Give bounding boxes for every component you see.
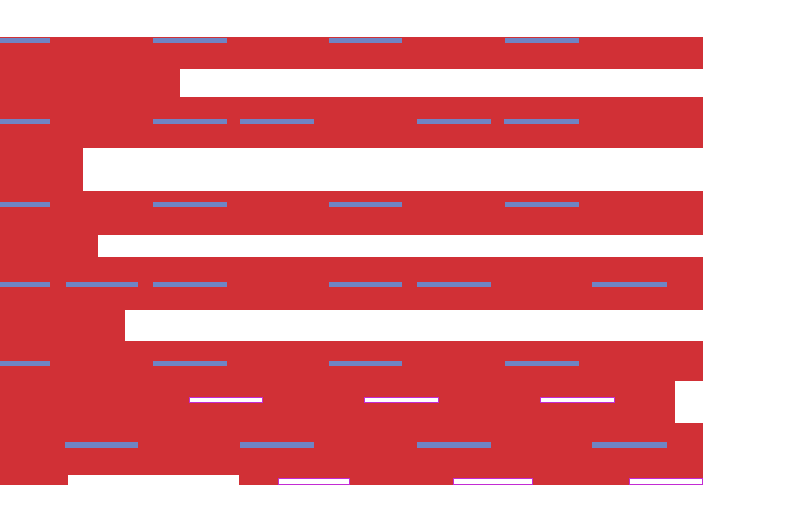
link-underline-bar[interactable] [0, 361, 50, 366]
link-underline-bar[interactable] [240, 442, 314, 448]
link-underline-bar[interactable] [592, 282, 667, 287]
link-underline-bar[interactable] [0, 119, 50, 124]
link-underline-bar[interactable] [329, 202, 402, 207]
link-underline-bar[interactable] [153, 119, 227, 124]
link-underline-bar[interactable] [505, 202, 579, 207]
link-underline-bar[interactable] [65, 442, 138, 448]
link-underline-bar[interactable] [0, 38, 50, 43]
highlight-bar[interactable] [540, 397, 615, 403]
link-underline-bar[interactable] [66, 282, 138, 287]
text-block [0, 235, 98, 257]
text-block [0, 68, 180, 97]
link-underline-bar[interactable] [0, 282, 50, 287]
link-underline-bar[interactable] [329, 38, 402, 43]
highlight-bar[interactable] [189, 397, 263, 403]
highlight-bar[interactable] [278, 478, 350, 485]
link-underline-bar[interactable] [417, 119, 491, 124]
highlight-bar[interactable] [364, 397, 439, 403]
link-underline-bar[interactable] [505, 38, 579, 43]
text-block [0, 97, 703, 148]
text-block [0, 148, 83, 191]
link-underline-bar[interactable] [329, 361, 402, 366]
highlight-bar[interactable] [629, 478, 703, 485]
link-underline-bar[interactable] [417, 282, 491, 287]
link-underline-bar[interactable] [153, 38, 227, 43]
highlight-bar[interactable] [453, 478, 533, 485]
background-notch [675, 381, 703, 423]
link-underline-bar[interactable] [153, 202, 227, 207]
link-underline-bar[interactable] [240, 119, 314, 124]
link-underline-bar[interactable] [0, 202, 50, 207]
text-block [0, 310, 125, 341]
link-underline-bar[interactable] [505, 361, 579, 366]
link-underline-bar[interactable] [153, 361, 227, 366]
background-notch [68, 475, 239, 485]
link-underline-bar[interactable] [153, 282, 227, 287]
text-block [0, 191, 703, 235]
link-underline-bar[interactable] [417, 442, 491, 448]
link-underline-bar[interactable] [329, 282, 402, 287]
link-underline-bar[interactable] [592, 442, 667, 448]
link-underline-bar[interactable] [504, 119, 579, 124]
